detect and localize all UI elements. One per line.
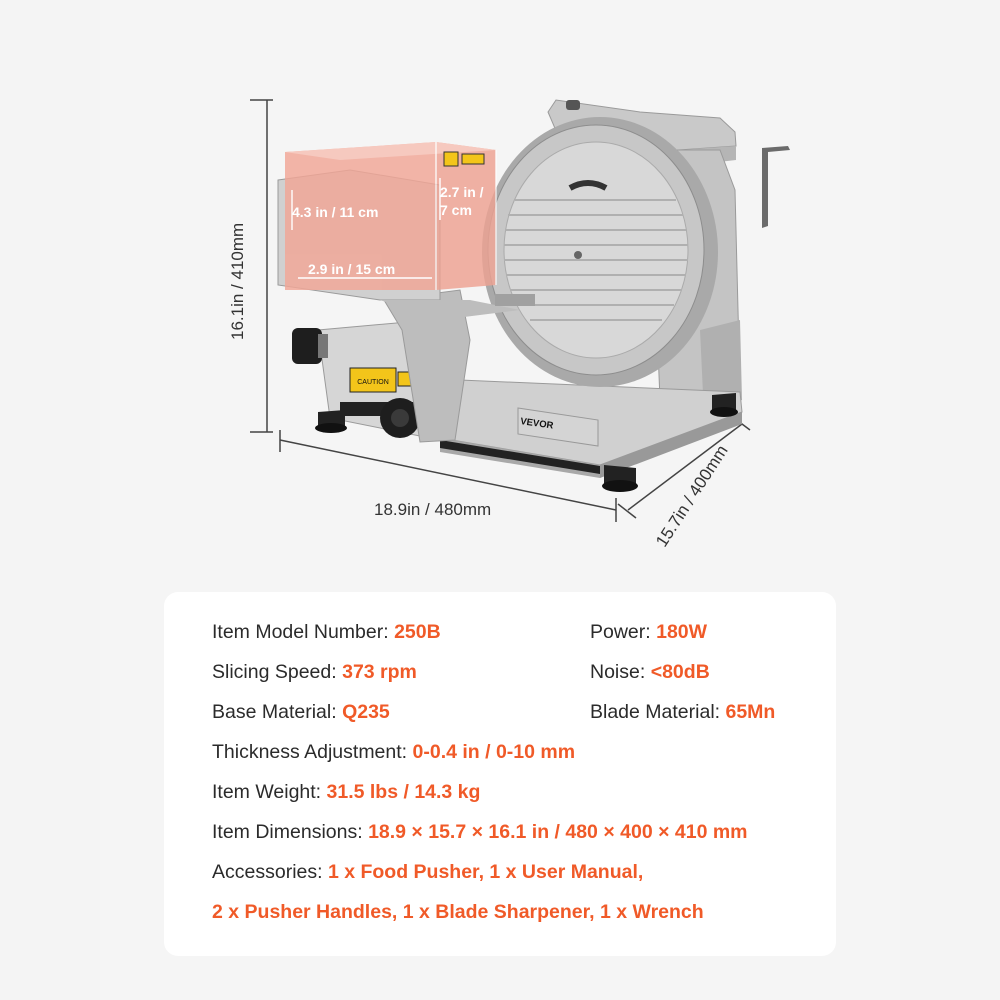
spec-weight-label: Item Weight: — [212, 781, 327, 803]
spec-noise: Noise: <80dB — [590, 660, 710, 684]
opening-depth-label: 2.9 in / 15 cm — [308, 261, 396, 277]
wrench-accessory — [762, 146, 790, 228]
product-figure: CAUTION VEVOR — [228, 99, 790, 550]
spec-weight-value: 31.5 lbs / 14.3 kg — [326, 781, 481, 803]
spec-speed-label: Slicing Speed: — [212, 661, 343, 683]
spec-accessories: Accessories: 1 x Food Pusher, 1 x User M… — [212, 860, 643, 884]
spec-base-label: Base Material: — [212, 701, 343, 723]
spec-blade-label: Blade Material: — [590, 701, 726, 723]
spec-thickness: Thickness Adjustment: 0-0.4 in / 0-10 mm — [212, 740, 575, 764]
spec-speed-value: 373 rpm — [342, 661, 417, 683]
blade — [482, 117, 718, 387]
spec-noise-label: Noise: — [590, 661, 651, 683]
spec-blade-value: 65Mn — [725, 701, 776, 723]
spec-model-label: Item Model Number: — [212, 621, 395, 643]
spec-accessories-label: Accessories: — [212, 861, 328, 883]
spec-power-label: Power: — [590, 621, 657, 643]
spec-accessories-value: 1 x Food Pusher, 1 x User Manual, — [327, 861, 644, 883]
slicer-illustration: CAUTION VEVOR — [250, 99, 790, 522]
spec-thickness-value: 0-0.4 in / 0-10 mm — [412, 741, 576, 763]
spec-item-dimensions-value: 18.9 × 15.7 × 16.1 in / 480 × 400 × 410 … — [368, 821, 748, 843]
width-dimension-label: 18.9in / 480mm — [374, 500, 492, 519]
brand-logo: VEVOR — [520, 416, 555, 432]
spec-weight: Item Weight: 31.5 lbs / 14.3 kg — [212, 780, 480, 804]
spec-power-value: 180W — [656, 621, 708, 643]
specifications-card: Item Model Number: 250B Power: 180W Slic… — [164, 592, 836, 956]
height-dimension-label: 16.1in / 410mm — [228, 222, 247, 340]
opening-height-label: 2.7 in / 7 cm — [440, 184, 484, 218]
caution-label-small: CAUTION — [357, 379, 389, 386]
spec-base: Base Material: Q235 — [212, 700, 390, 724]
spec-item-dimensions: Item Dimensions: 18.9 × 15.7 × 16.1 in /… — [212, 820, 748, 844]
spec-noise-value: <80dB — [650, 661, 710, 683]
spec-model-value: 250B — [394, 621, 441, 643]
spec-blade: Blade Material: 65Mn — [590, 700, 775, 724]
spec-item-dimensions-label: Item Dimensions: — [212, 821, 369, 843]
spec-speed: Slicing Speed: 373 rpm — [212, 660, 417, 684]
width-dimension-line — [279, 430, 617, 522]
spec-power: Power: 180W — [590, 620, 707, 644]
opening-overlay — [285, 142, 497, 290]
spec-base-value: Q235 — [342, 701, 390, 723]
spec-model: Item Model Number: 250B — [212, 620, 441, 644]
opening-width-label: 4.3 in / 11 cm — [292, 204, 379, 220]
spec-accessories-line2-value: 2 x Pusher Handles, 1 x Blade Sharpener,… — [212, 901, 704, 923]
spec-accessories-line2: 2 x Pusher Handles, 1 x Blade Sharpener,… — [212, 900, 704, 924]
overlay-dimension-lines — [291, 178, 441, 279]
height-dimension-line — [250, 99, 273, 433]
spec-thickness-label: Thickness Adjustment: — [212, 741, 413, 763]
